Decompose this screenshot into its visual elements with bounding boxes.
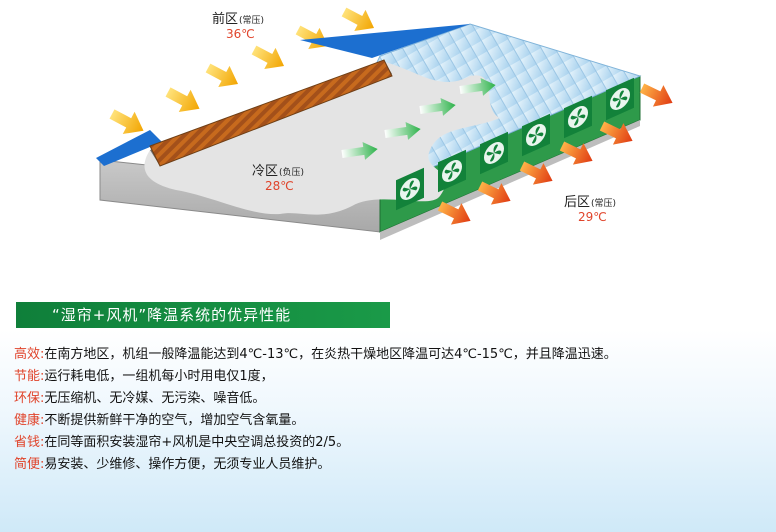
feature-desc: 运行耗电低，一组机每小时用电仅1度， xyxy=(44,369,274,384)
feature-desc: 在南方地区，机组一般降温能达到4℃-13℃，在炎热干燥地区降温可达4℃-15℃，… xyxy=(44,347,617,362)
feature-key: 节能: xyxy=(14,369,45,384)
front-zone-label: 前区(常压) xyxy=(212,12,265,27)
feature-item: 环保:无压缩机、无冷媒、无污染、噪音低。 xyxy=(14,388,774,410)
performance-banner: “湿帘+风机”降温系统的优异性能 xyxy=(16,302,390,328)
feature-key: 健康: xyxy=(14,413,45,428)
feature-desc: 不断提供新鲜干净的空气，增加空气含氧量。 xyxy=(44,413,305,428)
cold-zone-label: 冷区(负压) xyxy=(252,164,305,179)
feature-item: 健康:不断提供新鲜干净的空气，增加空气含氧量。 xyxy=(14,410,774,432)
greenhouse-building xyxy=(96,23,642,240)
feature-key: 省钱: xyxy=(14,435,45,450)
feature-item: 高效:在南方地区，机组一般降温能达到4℃-13℃，在炎热干燥地区降温可达4℃-1… xyxy=(14,344,774,366)
feature-desc: 在同等面积安装湿帘+风机是中央空调总投资的2/5。 xyxy=(44,435,350,450)
feature-item: 节能:运行耗电低，一组机每小时用电仅1度， xyxy=(14,366,774,388)
feature-key: 环保: xyxy=(14,391,45,406)
feature-key: 高效: xyxy=(14,347,45,362)
feature-desc: 易安装、少维修、操作方便，无须专业人员维护。 xyxy=(44,457,331,472)
feature-list: 高效:在南方地区，机组一般降温能达到4℃-13℃，在炎热干燥地区降温可达4℃-1… xyxy=(14,344,774,476)
feature-item: 省钱:在同等面积安装湿帘+风机是中央空调总投资的2/5。 xyxy=(14,432,774,454)
front-zone-temp: 36℃ xyxy=(226,27,255,41)
feature-desc: 无压缩机、无冷媒、无污染、噪音低。 xyxy=(44,391,266,406)
back-zone-temp: 29℃ xyxy=(578,210,607,224)
feature-item: 简便:易安装、少维修、操作方便，无须专业人员维护。 xyxy=(14,454,774,476)
feature-key: 简便: xyxy=(14,457,45,472)
greenhouse-diagram xyxy=(96,1,678,240)
cold-zone-temp: 28℃ xyxy=(265,179,294,193)
back-zone-label: 后区(常压) xyxy=(564,195,617,210)
